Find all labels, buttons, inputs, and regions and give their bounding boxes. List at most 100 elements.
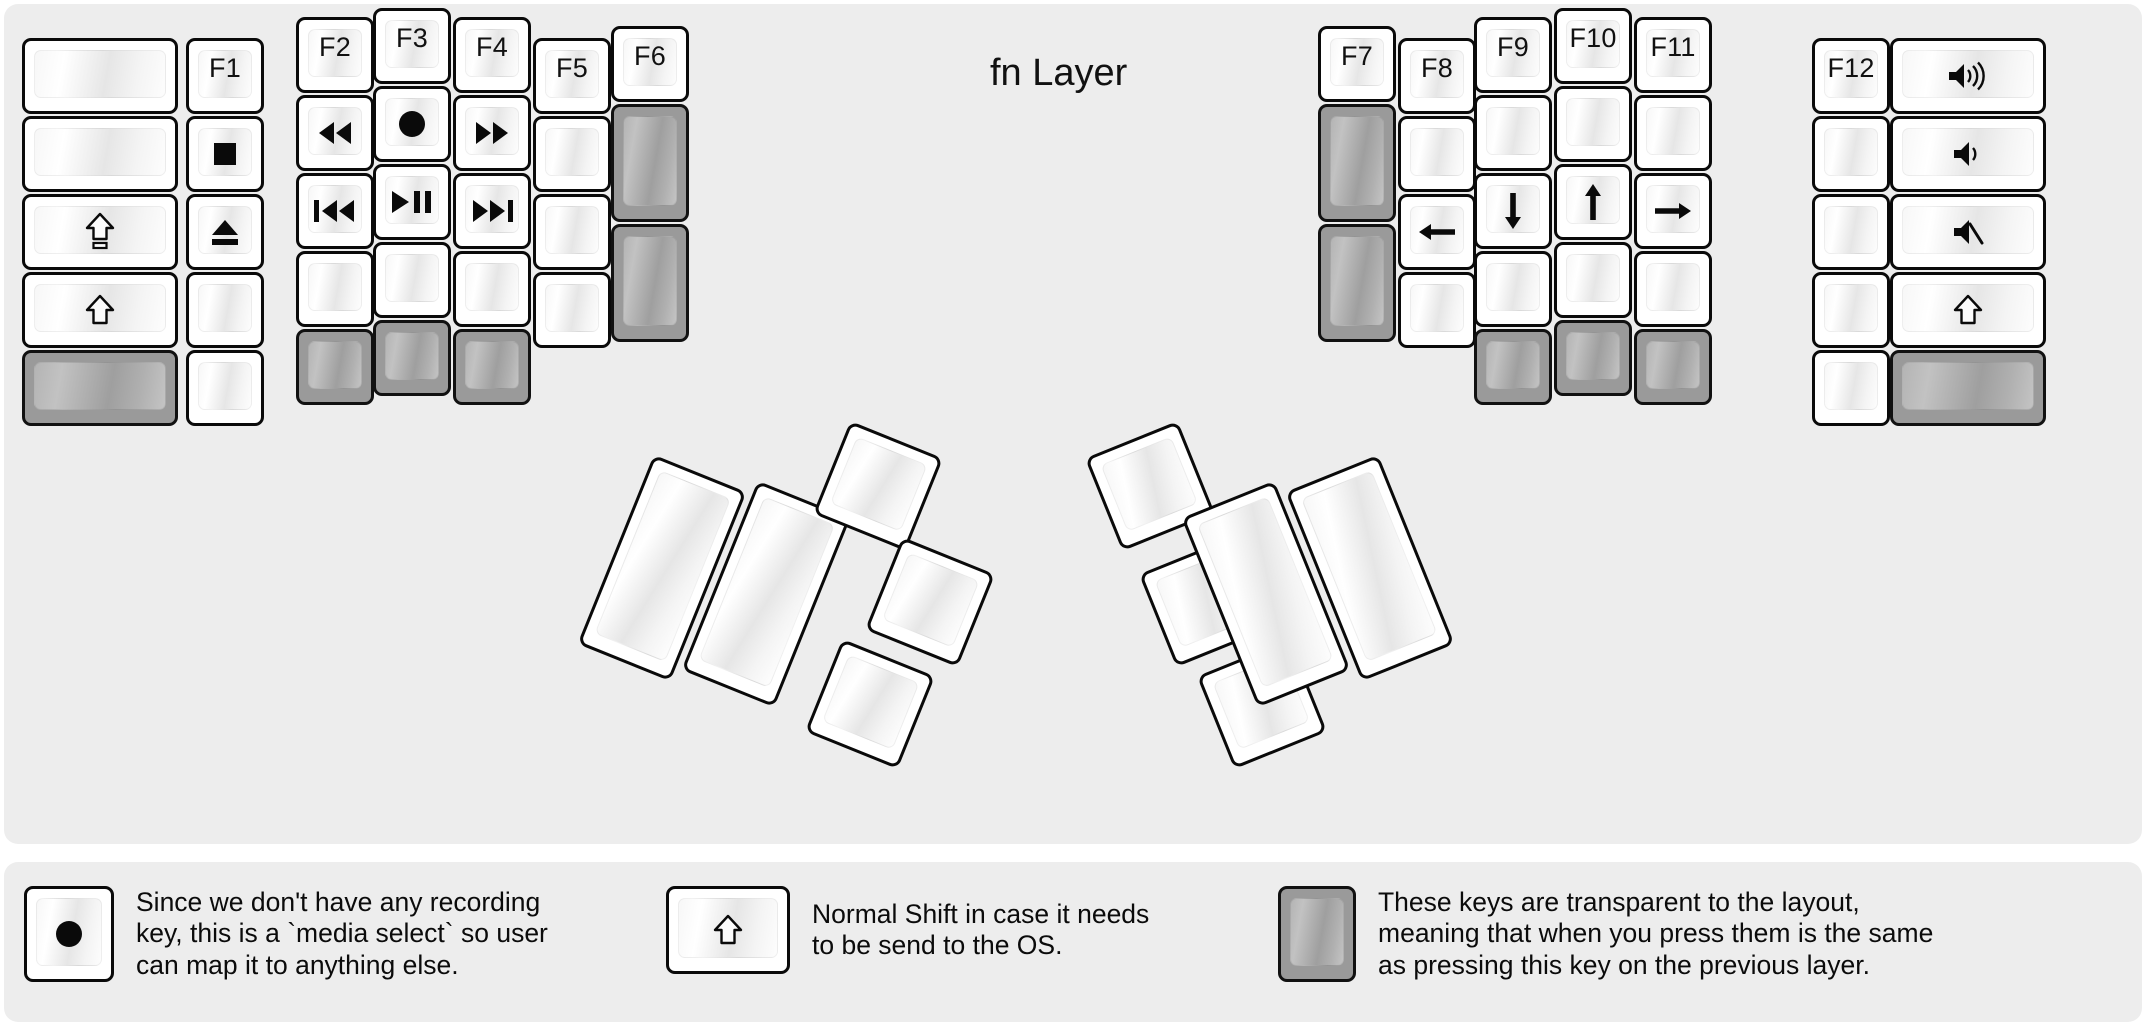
transparent-key-swatch [1278, 886, 1356, 982]
right-key-outer-col-2[interactable] [1890, 194, 2046, 270]
right-key-ring-col-3[interactable] [1634, 251, 1712, 327]
keycap-surface [545, 284, 599, 332]
left-key-pinky-col-1[interactable] [186, 116, 264, 192]
arrow-down-icon [1499, 189, 1527, 233]
left-key-inner-col-0[interactable]: F5 [533, 38, 611, 114]
keycap-surface [198, 362, 252, 410]
right-key-extra-col-0[interactable]: F7 [1318, 26, 1396, 102]
legend-item-record: Since we don't have any recording key, t… [24, 886, 548, 982]
right-key-index-col-1[interactable] [1474, 95, 1552, 171]
left-key-index-col-2[interactable] [453, 173, 531, 249]
left-key-pinky-col-3[interactable] [186, 272, 264, 348]
right-key-ring-col-0[interactable]: F11 [1634, 17, 1712, 93]
left-key-inner-col-3[interactable] [533, 272, 611, 348]
right-key-outer-col-1[interactable] [1890, 116, 2046, 192]
legend-panel [4, 862, 2142, 1022]
right-key-pinky-col-2[interactable] [1812, 194, 1890, 270]
left-key-outer-col-2[interactable] [22, 194, 178, 270]
left-key-index-col-3[interactable] [453, 251, 531, 327]
right-key-outer-col-3[interactable] [1890, 272, 2046, 348]
left-key-ring-col-0[interactable]: F2 [296, 17, 374, 93]
right-key-pinky-col-0[interactable]: F12 [1812, 38, 1890, 114]
keycap-surface [1646, 107, 1700, 155]
right-key-inner-col-0[interactable]: F8 [1398, 38, 1476, 114]
left-key-pinky-col-0[interactable]: F1 [186, 38, 264, 114]
keycap-surface [308, 29, 362, 77]
legend-keycap-record [24, 886, 114, 982]
right-key-ring-col-1[interactable] [1634, 95, 1712, 171]
right-key-ring-col-2[interactable] [1634, 173, 1712, 249]
left-key-middle-col-3[interactable] [373, 242, 451, 318]
keycap-surface [1566, 254, 1620, 302]
right-key-middle-col-2[interactable] [1554, 164, 1632, 240]
right-key-extra-col-1[interactable] [1318, 104, 1396, 222]
left-key-outer-col-3[interactable] [22, 272, 178, 348]
right-key-index-col-3[interactable] [1474, 251, 1552, 327]
keycap-surface [623, 38, 677, 86]
keycap-surface [465, 341, 519, 389]
left-key-ring-col-4[interactable] [296, 329, 374, 405]
right-key-ring-col-4[interactable] [1634, 329, 1712, 405]
left-key-middle-col-1[interactable] [373, 86, 451, 162]
left-key-outer-col-0[interactable] [22, 38, 178, 114]
right-key-index-col-2[interactable] [1474, 173, 1552, 249]
left-key-ring-col-3[interactable] [296, 251, 374, 327]
volume-down-icon [1950, 138, 1986, 170]
left-key-middle-col-0[interactable]: F3 [373, 8, 451, 84]
left-key-ring-col-1[interactable] [296, 95, 374, 171]
left-key-index-col-4[interactable] [453, 329, 531, 405]
keycap-surface [1646, 263, 1700, 311]
media-previous-track-icon [310, 197, 360, 225]
media-eject-icon [208, 216, 242, 248]
right-key-inner-col-1[interactable] [1398, 116, 1476, 192]
left-key-outer-col-4[interactable] [22, 350, 178, 426]
left-key-middle-col-4[interactable] [373, 320, 451, 396]
left-key-outer-col-1[interactable] [22, 116, 178, 192]
keycap-surface [385, 332, 439, 380]
right-key-middle-col-0[interactable]: F10 [1554, 8, 1632, 84]
volume-up-icon [1945, 60, 1991, 92]
keycap-surface [308, 341, 362, 389]
arrow-left-icon [1415, 218, 1459, 246]
right-key-inner-col-3[interactable] [1398, 272, 1476, 348]
left-key-inner-col-2[interactable] [533, 194, 611, 270]
media-stop-icon [210, 139, 240, 169]
keycap-surface [623, 236, 677, 326]
keycap-surface [1486, 263, 1540, 311]
shift-key-sample [666, 886, 790, 974]
keycap-surface [34, 50, 166, 98]
keycap-surface [1410, 284, 1464, 332]
keycap-surface [822, 654, 920, 750]
left-key-extra-col-0[interactable]: F6 [611, 26, 689, 102]
legend-item-shift: Normal Shift in case it needs to be send… [666, 886, 1149, 974]
left-key-index-col-0[interactable]: F4 [453, 17, 531, 93]
right-key-inner-col-2[interactable] [1398, 194, 1476, 270]
right-key-index-col-4[interactable] [1474, 329, 1552, 405]
right-key-outer-col-4[interactable] [1890, 350, 2046, 426]
legend-text-transparent: These keys are transparent to the layout… [1378, 887, 1934, 980]
left-key-inner-col-1[interactable] [533, 116, 611, 192]
right-key-pinky-col-1[interactable] [1812, 116, 1890, 192]
keycap-surface [465, 107, 519, 155]
left-key-extra-col-1[interactable] [611, 104, 689, 222]
right-key-middle-col-1[interactable] [1554, 86, 1632, 162]
right-key-pinky-col-4[interactable] [1812, 350, 1890, 426]
keycap-surface [198, 284, 252, 332]
keycap-surface [465, 263, 519, 311]
right-key-middle-col-4[interactable] [1554, 320, 1632, 396]
right-key-middle-col-3[interactable] [1554, 242, 1632, 318]
left-key-middle-col-2[interactable] [373, 164, 451, 240]
right-key-outer-col-0[interactable] [1890, 38, 2046, 114]
left-key-index-col-1[interactable] [453, 95, 531, 171]
right-key-extra-col-2[interactable] [1318, 224, 1396, 342]
left-key-pinky-col-2[interactable] [186, 194, 264, 270]
right-key-pinky-col-3[interactable] [1812, 272, 1890, 348]
keycap-surface [34, 128, 166, 176]
left-key-ring-col-2[interactable] [296, 173, 374, 249]
media-fast-forward-icon [470, 119, 514, 147]
left-key-extra-col-2[interactable] [611, 224, 689, 342]
keycap-surface [545, 128, 599, 176]
right-key-index-col-0[interactable]: F9 [1474, 17, 1552, 93]
keycap-surface [1486, 341, 1540, 389]
left-key-pinky-col-4[interactable] [186, 350, 264, 426]
